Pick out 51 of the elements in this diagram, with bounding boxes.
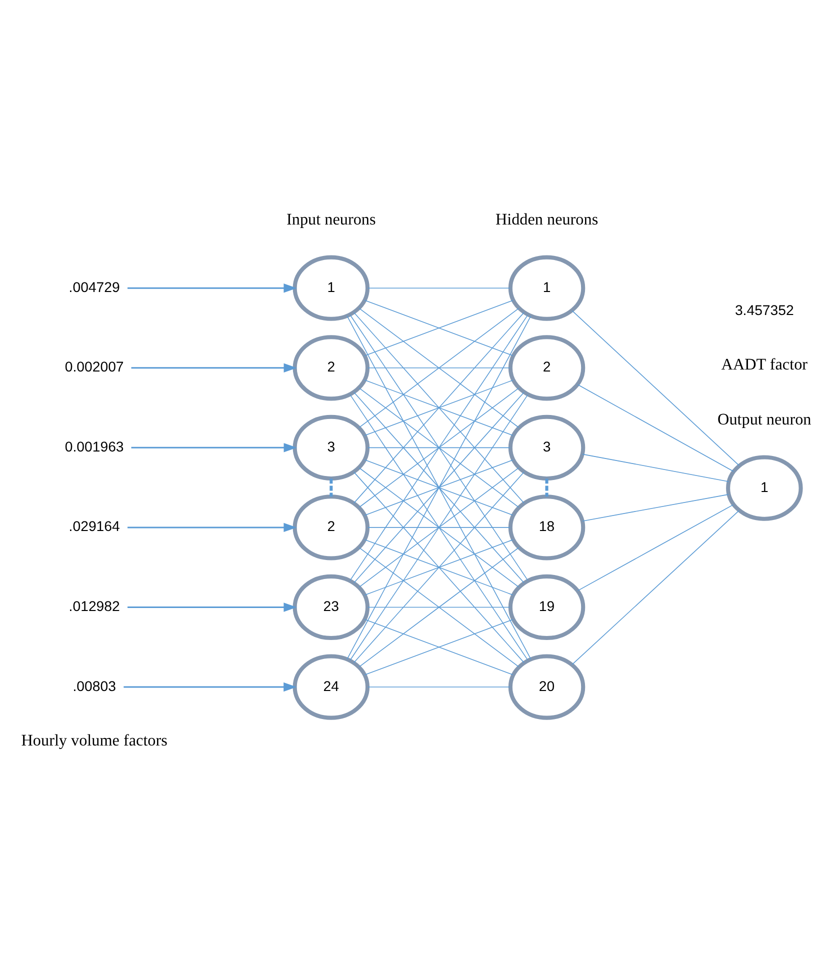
node-ellipse: 3 xyxy=(292,414,370,480)
node-text: .00803 xyxy=(72,678,116,694)
arrow xyxy=(130,363,296,372)
connector xyxy=(544,478,548,497)
arrow xyxy=(123,682,296,692)
connector xyxy=(329,478,332,497)
connector xyxy=(364,380,513,436)
arrow xyxy=(127,522,296,532)
connector xyxy=(582,494,728,522)
arrow xyxy=(127,602,296,612)
connector xyxy=(367,367,510,368)
node-ellipse: 1 xyxy=(508,255,585,321)
connector xyxy=(367,606,510,608)
connector xyxy=(367,447,510,448)
node-ellipse: 24 xyxy=(292,654,370,720)
node-ellipse: 19 xyxy=(508,574,585,640)
label: Output neuron xyxy=(717,411,811,428)
node-ellipse: 23 xyxy=(292,574,370,640)
connector xyxy=(571,310,740,466)
node-ellipse: 1 xyxy=(726,455,802,521)
connector xyxy=(358,388,519,508)
connector xyxy=(571,510,740,665)
node-ellipse: 18 xyxy=(508,494,585,560)
node-text: .029164 xyxy=(68,518,120,534)
connector xyxy=(358,547,519,668)
arrow xyxy=(130,443,296,452)
label: Hidden neurons xyxy=(494,211,598,228)
label: 3.457352 xyxy=(734,302,794,318)
label: Hourly volume factors xyxy=(20,732,167,750)
node-text: .004729 xyxy=(68,278,120,295)
arrow xyxy=(127,284,296,293)
connector xyxy=(367,686,510,688)
label: AADT factor xyxy=(720,356,808,374)
connector xyxy=(352,472,524,664)
node-ellipse: 3 xyxy=(508,414,585,480)
node-ellipse: 20 xyxy=(508,654,585,720)
node-ellipse: 2 xyxy=(292,494,370,560)
node-ellipse: 2 xyxy=(508,335,585,401)
node-text: 0.001963 xyxy=(64,438,124,454)
label: Input neurons xyxy=(286,211,376,228)
connector xyxy=(352,392,524,584)
connector xyxy=(576,504,734,592)
connector xyxy=(576,384,734,472)
connector xyxy=(349,394,528,661)
node-text: .012982 xyxy=(68,598,120,614)
node-ellipse: 1 xyxy=(292,255,370,321)
node-ellipse: 2 xyxy=(292,335,370,401)
connector xyxy=(367,527,510,528)
connector xyxy=(582,454,729,482)
connector xyxy=(364,300,513,356)
node-text: 0.002007 xyxy=(64,358,124,375)
